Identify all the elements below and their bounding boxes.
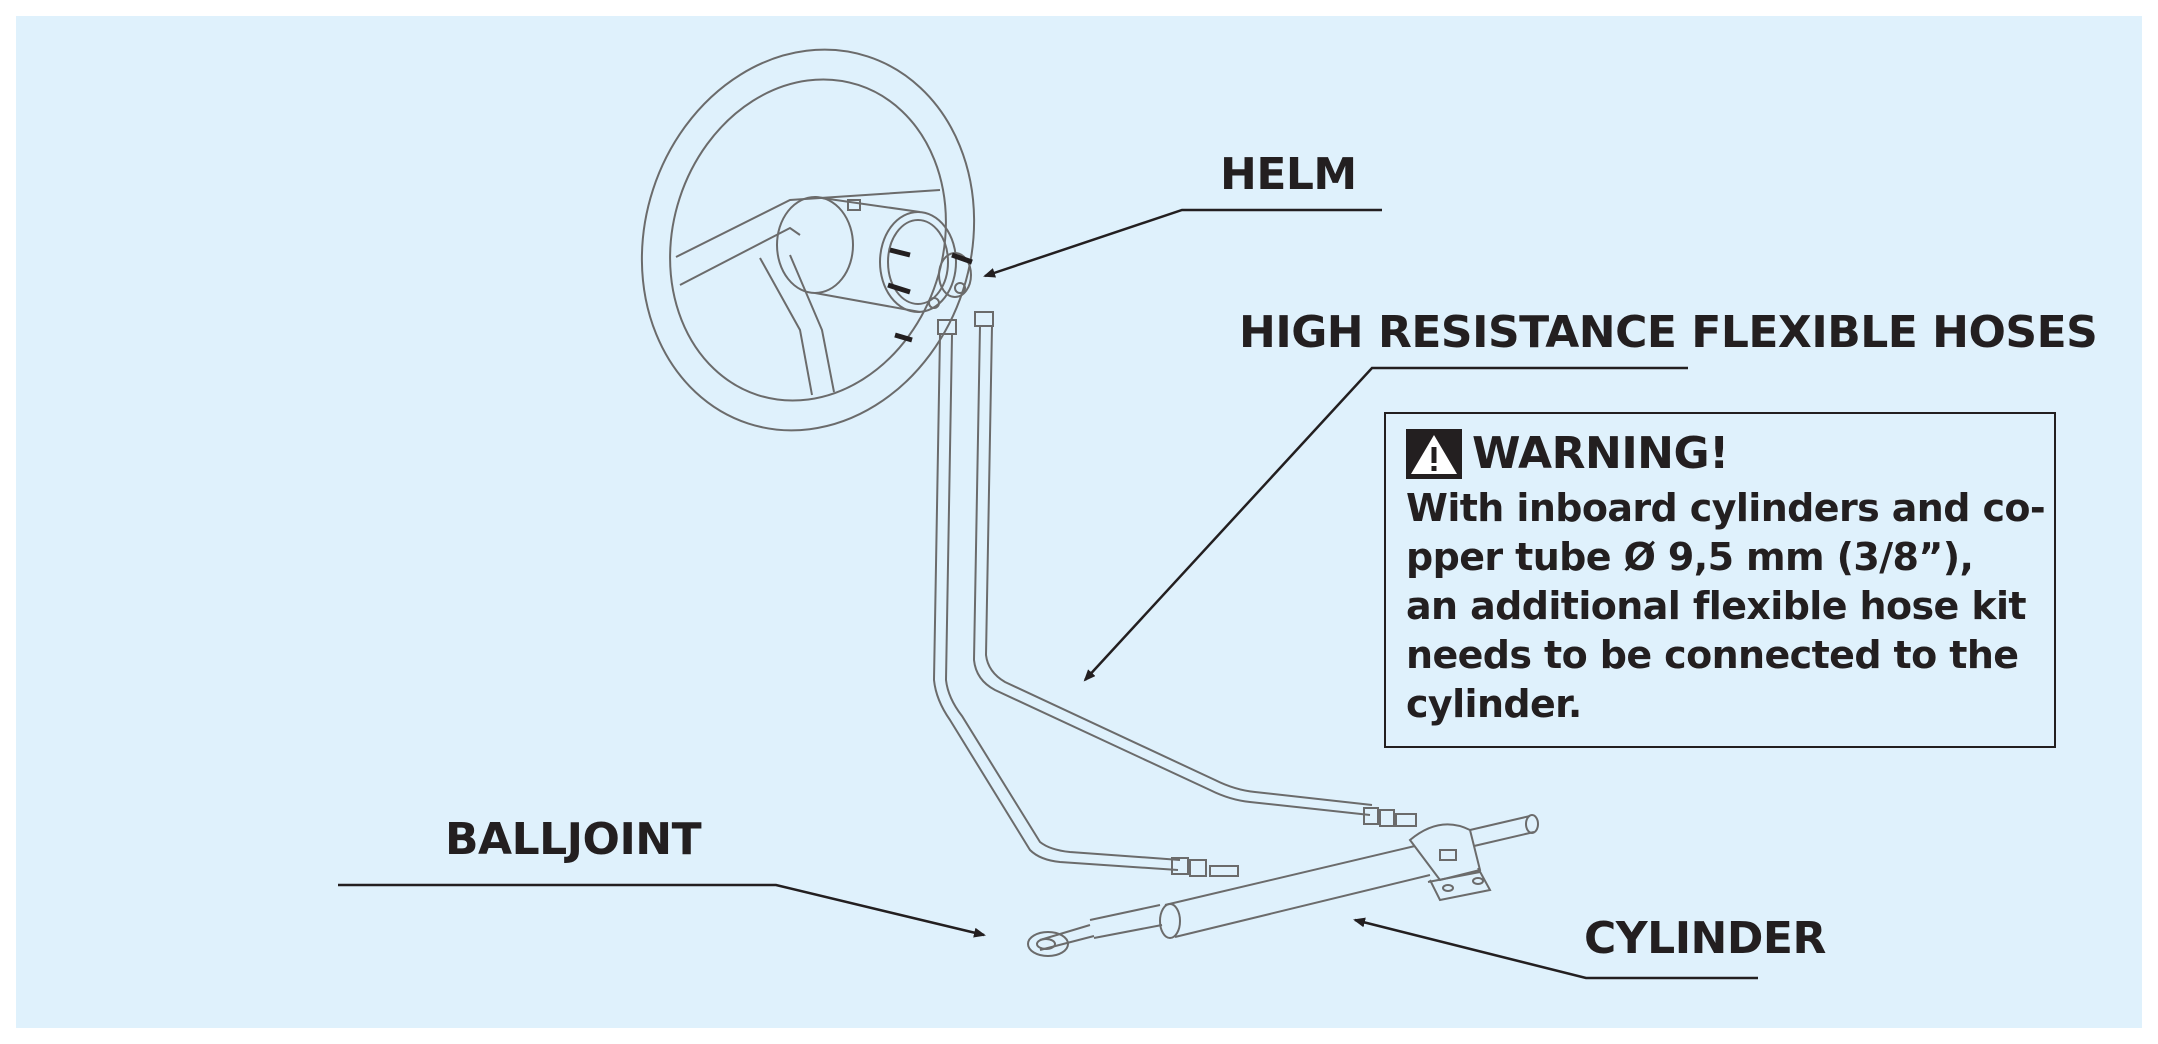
flexible-hoses <box>932 325 1373 871</box>
warning-line: cylinder. <box>1406 682 1582 726</box>
steering-wheel <box>640 48 994 432</box>
cylinder-leader <box>1353 917 1758 980</box>
hoses-label: HIGH RESISTANCE FLEXIBLE HOSES <box>1239 307 2098 358</box>
warning-line: an additional flexible hose kit <box>1406 584 2027 628</box>
warning-line: pper tube Ø 9,5 mm (3/8”), <box>1406 535 1974 579</box>
leader-lines <box>338 208 1758 980</box>
cylinder-label: CYLINDER <box>1584 913 1826 964</box>
warning-line: needs to be connected to the <box>1406 633 2019 677</box>
hoses-leader <box>1083 366 1688 682</box>
warning-title-row: WARNING! <box>1406 424 2036 484</box>
helm-label: HELM <box>1220 149 1357 200</box>
hydraulic-cylinder <box>1027 814 1539 957</box>
balljoint-label: BALLJOINT <box>445 814 702 865</box>
helm-leader <box>983 208 1382 278</box>
warning-triangle-icon <box>1406 429 1462 479</box>
balljoint-leader <box>338 883 986 938</box>
hose-fittings <box>1171 807 1417 877</box>
warning-line: With inboard cylinders and co- <box>1406 486 2046 530</box>
diagram-panel <box>16 16 2142 1028</box>
warning-title: WARNING! <box>1472 428 1729 479</box>
warning-box: WARNING! With inboard cylinders and co- … <box>1384 412 2056 748</box>
warning-body: With inboard cylinders and co- pper tube… <box>1406 484 2046 729</box>
